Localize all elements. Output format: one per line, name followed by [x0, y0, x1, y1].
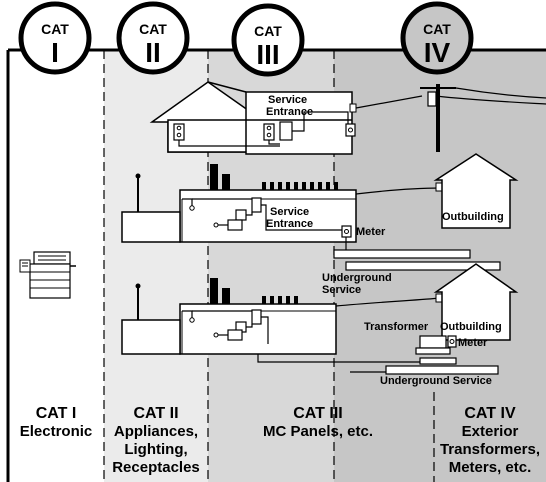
cat4-desc-line1: Exterior — [462, 423, 519, 440]
cat4-desc-line3: Meters, etc. — [449, 459, 532, 476]
copier-icon — [19, 251, 76, 299]
underground-service-label-1a: Underground — [322, 272, 392, 284]
cat4-badge-top: CAT — [423, 21, 451, 37]
underground-service-label-1b: Service — [322, 284, 361, 296]
main-house-top — [149, 81, 423, 155]
cat4-desc-line2: Transformers, — [440, 441, 540, 458]
service-entrance-label-2b: Entrance — [266, 218, 313, 230]
meter-label-1: Meter — [356, 226, 386, 238]
cat1-title: CAT I — [36, 405, 77, 422]
conduit-2 — [345, 261, 501, 271]
conduit-3 — [419, 357, 457, 365]
conduit-1 — [333, 249, 471, 259]
cat2-desc-line2: Lighting, — [124, 441, 187, 458]
cat2-badge: CAT II — [116, 1, 190, 75]
cat2-badge-top: CAT — [139, 21, 167, 37]
cat1-desc-line1: Electronic — [20, 423, 93, 440]
cat3-badge: CAT III — [231, 3, 305, 77]
factory-building-2 — [121, 278, 443, 373]
cat1-badge: CAT I — [18, 1, 92, 75]
service-entrance-label-1b: Entrance — [266, 106, 313, 118]
meter-label-2: Meter — [458, 337, 488, 349]
cat3-badge-top: CAT — [254, 23, 282, 39]
cat3-desc-line1: MC Panels, etc. — [263, 423, 373, 440]
transformer-label: Transformer — [364, 321, 429, 333]
cat3-title: CAT III — [293, 405, 342, 422]
service-entrance-label-1a: Service — [268, 94, 307, 106]
cat4-title: CAT IV — [464, 405, 516, 422]
cat4-badge: CAT IV — [400, 1, 474, 75]
cat2-desc-line1: Appliances, — [114, 423, 198, 440]
outbuilding-label-1: Outbuilding — [442, 211, 504, 223]
transformer-pad — [415, 335, 457, 355]
outbuilding-label-2: Outbuilding — [440, 321, 502, 333]
outbuilding-1 — [433, 153, 519, 229]
cat4-badge-roman: IV — [424, 37, 451, 68]
cat3-badge-roman: III — [256, 39, 279, 70]
underground-service-label-2: Underground Service — [380, 375, 492, 387]
utility-pole — [420, 84, 546, 152]
cat2-desc-line3: Receptacles — [112, 459, 200, 476]
outbuilding-2 — [433, 263, 519, 341]
conduit-4 — [385, 365, 499, 375]
cat2-title: CAT II — [133, 405, 178, 422]
cat1-badge-top: CAT — [41, 21, 69, 37]
cat1-badge-roman: I — [51, 37, 59, 68]
service-entrance-label-2a: Service — [270, 206, 309, 218]
factory-building-1 — [121, 164, 443, 243]
cat2-badge-roman: II — [145, 37, 161, 68]
